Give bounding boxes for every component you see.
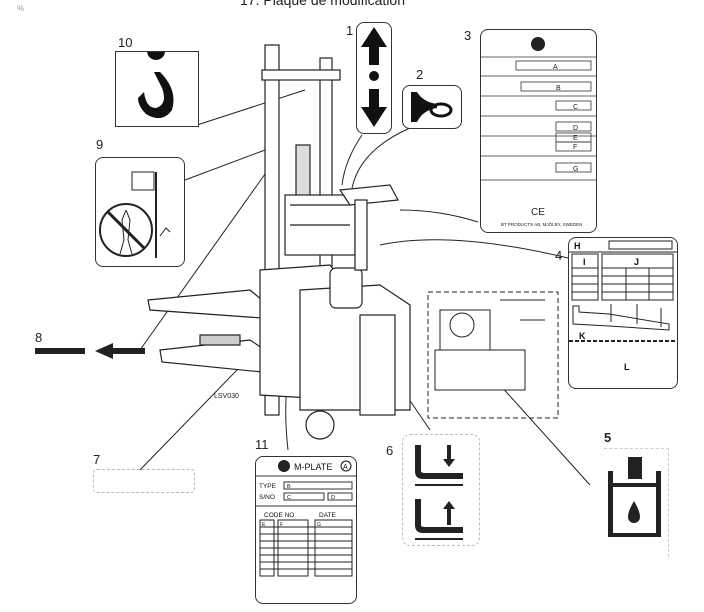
callout-2-label (402, 85, 462, 129)
m-plate-grid (259, 519, 353, 577)
label-h: H (574, 241, 581, 251)
horn-icon (411, 92, 453, 122)
svg-text:D: D (331, 495, 335, 501)
no-person-under-load-icon (99, 171, 171, 258)
svg-text:B: B (287, 484, 291, 490)
callout-5-number: 5 (604, 430, 612, 445)
code-no-label: CODE NO (264, 512, 294, 519)
capacity-plate-drawing: H I J K L (569, 240, 677, 372)
data-plate-drawing: A B C D E F G CE BT PRODUCTS AB, MJÖLBY,… (481, 37, 596, 227)
manufacturer-footer: BT PRODUCTS AB, MJÖLBY, SWEDEN (501, 221, 582, 227)
svg-text:C: C (287, 495, 291, 501)
callout-7-blank-label (93, 469, 195, 493)
ce-mark: CE (531, 207, 545, 218)
field-c: C (573, 104, 578, 111)
callout-6-number: 6 (386, 443, 394, 458)
lift-lower-arrows-icon (361, 27, 387, 127)
svg-text:G: G (317, 522, 321, 528)
hydraulic-oil-icon (608, 457, 661, 537)
callout-2-number: 2 (416, 67, 424, 82)
m-plate-drawing: M-PLATE A TYPE B S/NO C D CODE NO DATE E… (256, 460, 356, 577)
fork-lower-raise-icon (415, 445, 463, 540)
truck-body (259, 184, 411, 440)
callout-10-label (115, 42, 199, 127)
callout-10-number: 10 (118, 35, 133, 50)
callout-4-number: 4 (555, 248, 563, 263)
field-e: E (573, 135, 578, 142)
drawing-code: LSV030 (214, 393, 239, 400)
field-f: F (573, 144, 577, 151)
callout-3-data-plate: A B C D E F G CE BT PRODUCTS AB, MJÖLBY,… (480, 29, 597, 233)
label-j: J (634, 257, 639, 267)
callout-9-number: 9 (96, 137, 104, 152)
callout-4-capacity-plate: H I J K L (568, 237, 678, 389)
label-l: L (624, 362, 630, 372)
sno-label: S/NO (259, 494, 275, 501)
field-d: D (573, 125, 578, 132)
approval-a-icon: A (343, 464, 348, 471)
field-g: G (573, 166, 578, 173)
corner-mark: % (17, 4, 25, 13)
date-label: DATE (319, 512, 337, 519)
page-title: 17. Plaque de modification (240, 0, 405, 8)
svg-text:F: F (280, 522, 283, 528)
callout-7-number: 7 (93, 452, 101, 467)
callout-3-number: 3 (464, 28, 472, 43)
callout-11-m-plate: M-PLATE A TYPE B S/NO C D CODE NO DATE E… (255, 456, 357, 604)
truck-forks (147, 289, 263, 373)
callout-1-number: 1 (346, 23, 354, 38)
logo-icon (531, 37, 545, 51)
lifting-hook-icon (138, 42, 174, 119)
m-plate-header: M-PLATE (294, 462, 332, 472)
label-k: K (579, 331, 586, 341)
callout-6-label (402, 434, 480, 546)
callout-5-label (604, 448, 669, 557)
svg-text:E: E (262, 522, 266, 528)
direction-arrow-icon (35, 343, 145, 359)
type-label: TYPE (259, 483, 277, 490)
callout-9-label (95, 157, 185, 267)
callout-8-number: 8 (35, 330, 43, 345)
callout-1-label (356, 22, 392, 134)
logo-icon (278, 460, 290, 472)
callout-11-number: 11 (255, 437, 269, 452)
field-b: B (556, 85, 561, 92)
label-i: I (583, 257, 586, 267)
field-a: A (553, 64, 558, 71)
motor-inset (427, 291, 559, 419)
